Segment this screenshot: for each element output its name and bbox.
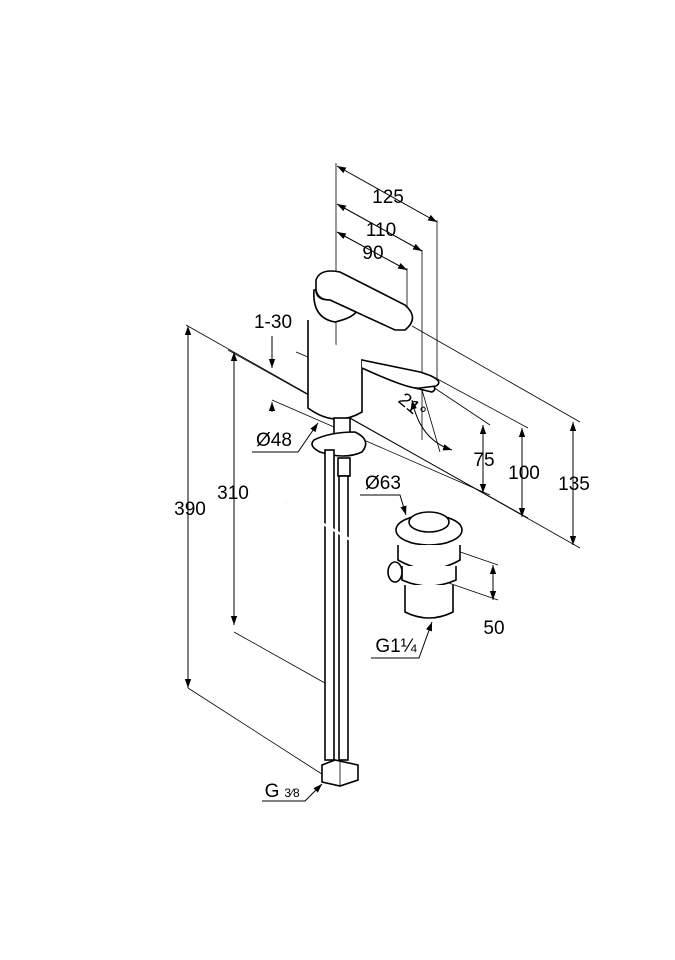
dim-50: 50 <box>483 618 504 639</box>
dim-diameter-48: Ø48 <box>256 430 292 451</box>
dim-90: 90 <box>362 243 383 264</box>
dim-310: 310 <box>217 483 249 504</box>
thread-3-8: 3⁄8 <box>284 786 300 800</box>
extension-lines <box>185 163 581 779</box>
dim-diameter-63: Ø63 <box>365 473 401 494</box>
pop-up-rod <box>285 500 396 568</box>
dim-135: 135 <box>558 474 590 495</box>
supply-hoses <box>321 449 359 787</box>
dim-75: 75 <box>473 450 494 471</box>
thread-g1-1-4: G1¼ <box>375 636 417 657</box>
dimension-lines <box>184 165 577 802</box>
dim-110: 110 <box>366 220 396 241</box>
dim-125: 125 <box>372 187 404 208</box>
dim-390: 390 <box>174 499 206 520</box>
dim-100: 100 <box>508 463 540 484</box>
dim-21-degrees: 21° <box>394 389 430 424</box>
thread-g-prefix: G <box>265 781 280 802</box>
dimension-labels: 125 110 90 1-30 135 100 75 21° Ø48 Ø63 3… <box>174 187 590 802</box>
dim-1-30: 1-30 <box>254 312 292 333</box>
waste-valve <box>387 511 463 619</box>
faucet-body <box>295 270 440 477</box>
